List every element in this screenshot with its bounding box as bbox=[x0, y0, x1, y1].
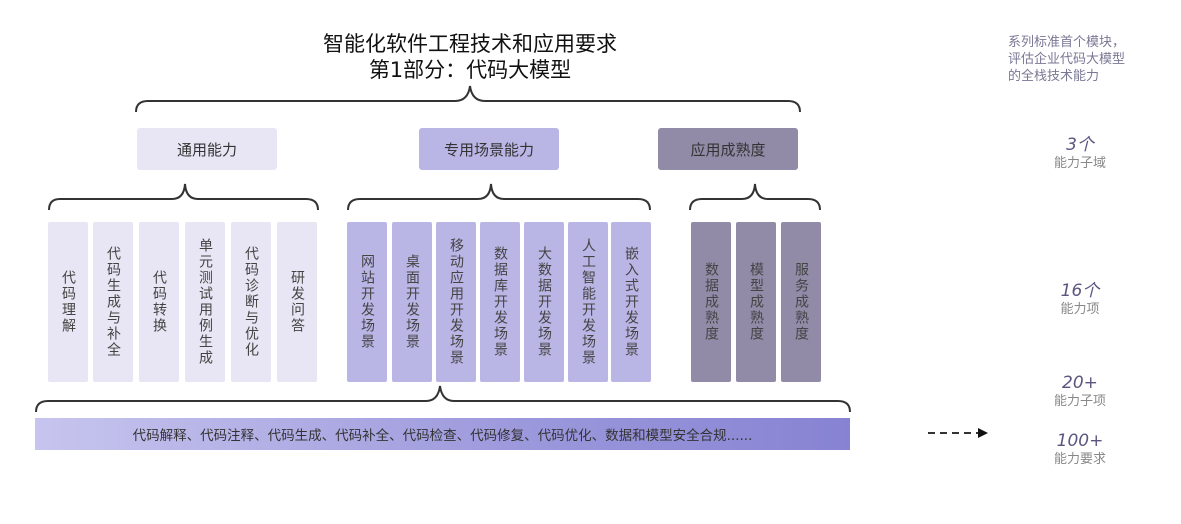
scenario-item: 桌面开发场景 bbox=[392, 222, 432, 382]
bottom-brace bbox=[35, 385, 851, 413]
stat-label: 能力子域 bbox=[1053, 156, 1106, 171]
group-header-maturity: 应用成熟度 bbox=[658, 128, 798, 170]
item-label: 移动应用开发场景 bbox=[448, 238, 464, 366]
capability-item: 代码诊断与优化 bbox=[231, 222, 271, 382]
top-brace bbox=[135, 85, 801, 113]
item-label: 人工智能开发场景 bbox=[580, 238, 596, 366]
note-line: 评估企业代码大模型 bbox=[1008, 52, 1126, 67]
stat-items: 16个能力项 bbox=[1030, 281, 1130, 318]
scenario-item: 大数据开发场景 bbox=[524, 222, 564, 382]
capability-item: 研发问答 bbox=[277, 222, 317, 382]
maturity-item: 模型成熟度 bbox=[736, 222, 776, 382]
stat-value: 20+ bbox=[1062, 373, 1098, 393]
side-note: 系列标准首个模块， 评估企业代码大模型 的全栈技术能力 bbox=[1008, 34, 1125, 85]
item-label: 数据库开发场景 bbox=[492, 246, 508, 358]
item-label: 数据成熟度 bbox=[703, 262, 719, 342]
item-label: 代码理解 bbox=[60, 270, 76, 334]
stat-label: 能力要求 bbox=[1053, 452, 1106, 467]
stat-requirements: 100+能力要求 bbox=[1030, 431, 1130, 468]
note-line: 系列标准首个模块， bbox=[1008, 35, 1126, 50]
item-label: 代码生成与补全 bbox=[105, 246, 121, 358]
special-brace bbox=[347, 183, 651, 211]
scenario-item: 嵌入式开发场景 bbox=[611, 222, 651, 382]
item-label: 模型成熟度 bbox=[748, 262, 764, 342]
note-line: 的全栈技术能力 bbox=[1008, 69, 1100, 84]
capability-item: 单元测试用例生成 bbox=[185, 222, 225, 382]
item-label: 服务成熟度 bbox=[793, 262, 809, 342]
stat-subdomains: 3个能力子域 bbox=[1030, 135, 1130, 172]
stat-value: 100+ bbox=[1056, 431, 1104, 451]
maturity-item: 数据成熟度 bbox=[691, 222, 731, 382]
item-label: 代码诊断与优化 bbox=[243, 246, 259, 358]
item-label: 网站开发场景 bbox=[359, 254, 375, 350]
capability-item: 代码转换 bbox=[139, 222, 179, 382]
stat-label: 能力项 bbox=[1060, 302, 1100, 317]
scenario-item: 移动应用开发场景 bbox=[436, 222, 476, 382]
group-header-special: 专用场景能力 bbox=[419, 128, 559, 170]
scenario-item: 网站开发场景 bbox=[347, 222, 387, 382]
title-line-1: 智能化软件工程技术和应用要求 bbox=[323, 32, 617, 56]
general-brace bbox=[48, 183, 319, 211]
scenario-item: 人工智能开发场景 bbox=[568, 222, 608, 382]
stat-value: 16个 bbox=[1060, 281, 1100, 301]
item-label: 单元测试用例生成 bbox=[197, 238, 213, 366]
item-label: 代码转换 bbox=[151, 270, 167, 334]
item-label: 嵌入式开发场景 bbox=[623, 246, 639, 358]
item-label: 桌面开发场景 bbox=[404, 254, 420, 350]
sub-items-bar: 代码解释、代码注释、代码生成、代码补全、代码检查、代码修复、代码优化、数据和模型… bbox=[35, 418, 850, 450]
item-label: 大数据开发场景 bbox=[536, 246, 552, 358]
capability-item: 代码理解 bbox=[48, 222, 88, 382]
maturity-item: 服务成熟度 bbox=[781, 222, 821, 382]
title-line-2: 第1部分：代码大模型 bbox=[368, 58, 572, 82]
item-label: 研发问答 bbox=[289, 270, 305, 334]
maturity-brace bbox=[689, 183, 821, 211]
arrow-head-icon bbox=[978, 428, 988, 438]
scenario-item: 数据库开发场景 bbox=[480, 222, 520, 382]
stat-subitems: 20+能力子项 bbox=[1030, 373, 1130, 410]
stat-label: 能力子项 bbox=[1053, 394, 1106, 409]
stat-value: 3个 bbox=[1066, 135, 1094, 155]
capability-item: 代码生成与补全 bbox=[93, 222, 133, 382]
group-header-general: 通用能力 bbox=[137, 128, 277, 170]
